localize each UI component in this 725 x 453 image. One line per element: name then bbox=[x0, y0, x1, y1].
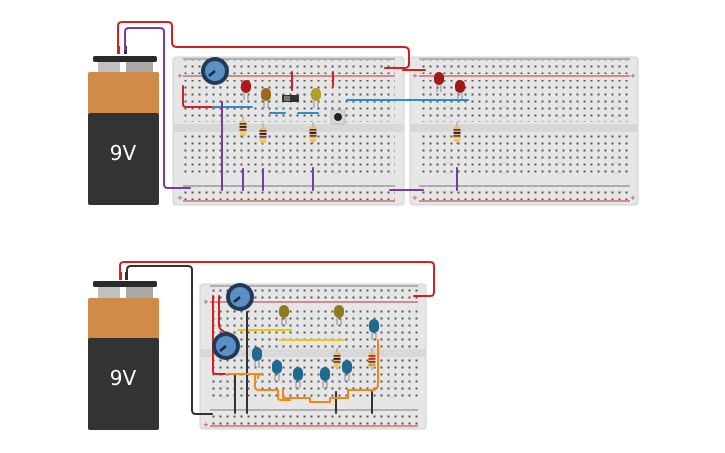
svg-text:+: + bbox=[177, 72, 183, 80]
svg-text:+: + bbox=[203, 298, 209, 306]
led-blue[interactable] bbox=[293, 367, 303, 388]
led-yellow[interactable] bbox=[279, 305, 289, 325]
svg-text:+: + bbox=[630, 194, 636, 202]
resistor[interactable] bbox=[368, 348, 376, 370]
wires[interactable] bbox=[119, 261, 435, 415]
potentiometer[interactable] bbox=[226, 283, 254, 311]
led-red[interactable] bbox=[455, 80, 465, 100]
led-blue[interactable] bbox=[320, 367, 330, 388]
battery-9v[interactable]: 9V bbox=[88, 272, 159, 430]
svg-text:+: + bbox=[203, 421, 209, 429]
circuit-2: 9V + + bbox=[88, 261, 435, 430]
breadboard[interactable]: + + bbox=[172, 56, 405, 206]
led-yellow[interactable] bbox=[334, 305, 344, 325]
led-orange[interactable] bbox=[261, 88, 271, 108]
svg-text:+: + bbox=[412, 72, 418, 80]
svg-text:+: + bbox=[630, 72, 636, 80]
led-yellow[interactable] bbox=[311, 88, 321, 108]
potentiometer[interactable] bbox=[201, 57, 229, 85]
battery-label: 9V bbox=[110, 366, 137, 390]
battery-9v[interactable]: 9V bbox=[88, 46, 159, 205]
led-blue[interactable] bbox=[342, 360, 352, 381]
led-red[interactable] bbox=[434, 72, 444, 92]
svg-text:+: + bbox=[412, 194, 418, 202]
led-red[interactable] bbox=[241, 80, 251, 100]
led-blue[interactable] bbox=[272, 360, 282, 381]
battery-label: 9V bbox=[110, 141, 137, 165]
svg-text:+: + bbox=[177, 194, 183, 202]
led-blue[interactable] bbox=[369, 319, 379, 340]
slide-switch[interactable] bbox=[282, 95, 299, 102]
potentiometer[interactable] bbox=[212, 332, 240, 360]
wires[interactable] bbox=[117, 21, 469, 191]
led-blue[interactable] bbox=[252, 347, 262, 368]
circuit-1: 9V + + bbox=[88, 21, 639, 206]
pushbutton[interactable] bbox=[330, 109, 346, 125]
breadboard[interactable]: + + + + bbox=[409, 56, 639, 206]
